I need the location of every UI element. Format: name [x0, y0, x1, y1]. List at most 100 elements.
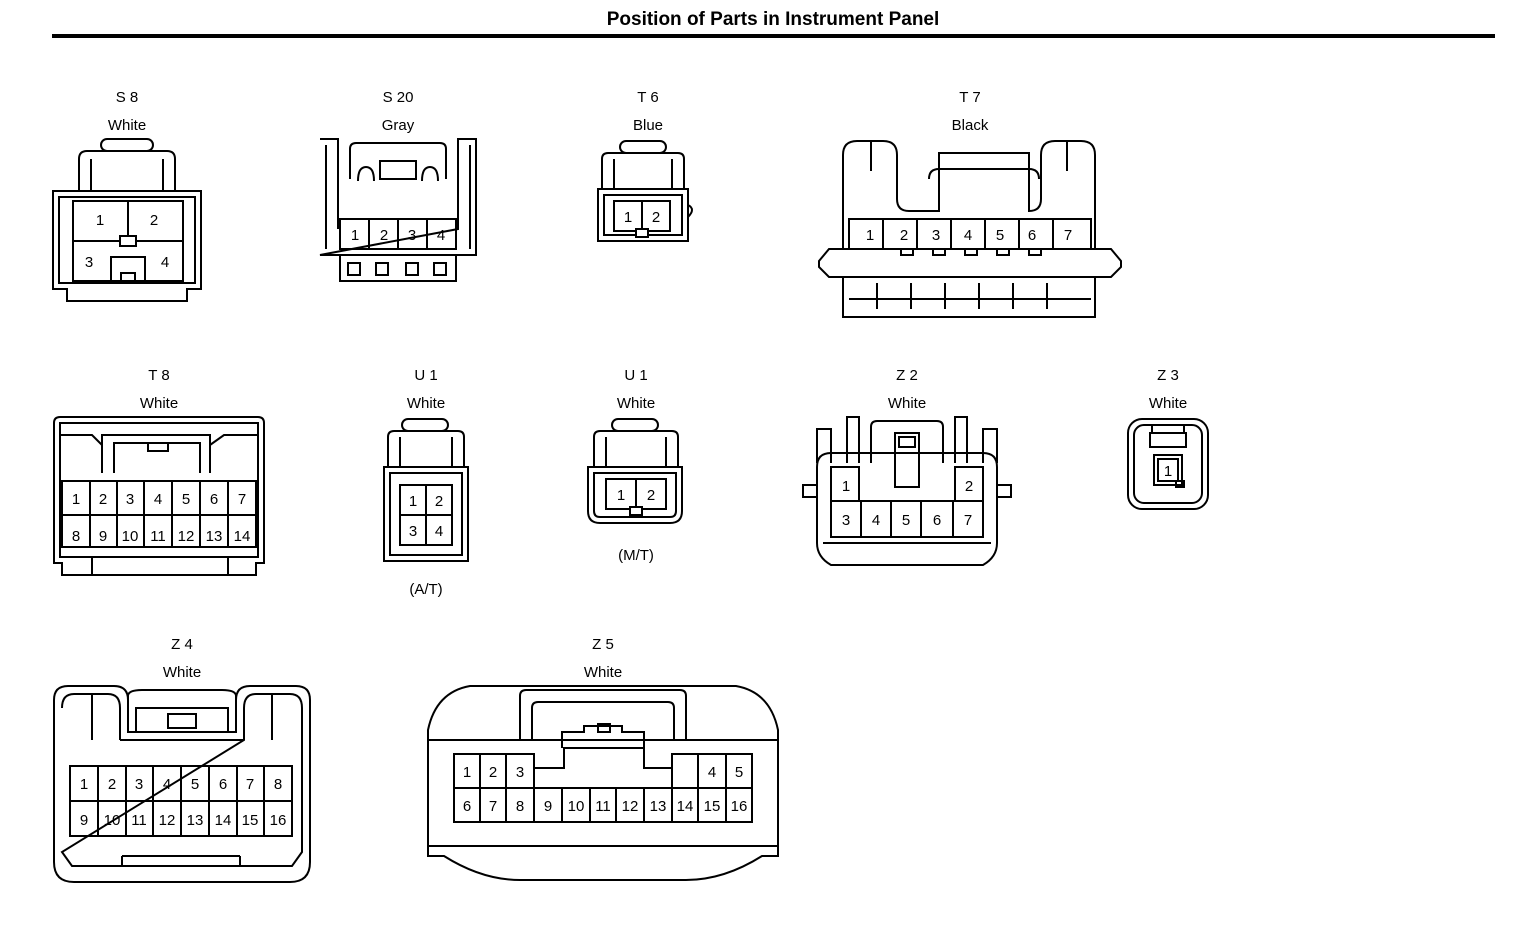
pin-label: 6: [219, 776, 227, 793]
connector-s8: S 8 White 1 2 3 4: [49, 89, 205, 309]
pin-label: 1: [96, 212, 104, 229]
connector-u1-at-diagram: 1 2 3 4: [383, 418, 469, 562]
connector-color: White: [162, 664, 202, 681]
pin-label: 13: [650, 798, 667, 815]
connector-color: White: [1148, 395, 1188, 412]
connector-id: S 20: [382, 89, 414, 106]
connector-id: Z 5: [592, 636, 614, 653]
pin-label: 2: [380, 227, 388, 244]
pin-label: 7: [238, 491, 246, 508]
pin-label: 8: [72, 528, 80, 545]
pin-label: 13: [206, 528, 223, 545]
connector-z4: Z 4 White 1 2 3 4 5 6 7 8 9 10 11 12 13 …: [52, 636, 312, 888]
pin-label: 1: [617, 487, 625, 504]
pin-label: 2: [99, 491, 107, 508]
pin-label: 3: [516, 764, 524, 781]
pin-label: 7: [246, 776, 254, 793]
connector-color: White: [616, 395, 656, 412]
pin-label: 3: [409, 523, 417, 540]
connector-u1-mt: U 1 White 1 2 (M/T): [586, 367, 686, 569]
connector-t8: T 8 White 1 2 3 4 5 6 7 8 9 10 11 12 13 …: [52, 367, 266, 581]
pin-label: 4: [708, 764, 716, 781]
pin-label: 5: [902, 512, 910, 529]
pin-label: 9: [80, 812, 88, 829]
connector-t7-diagram: 1 2 3 4 5 6 7: [818, 140, 1122, 318]
pin-label: 13: [187, 812, 204, 829]
pin-label: 8: [516, 798, 524, 815]
pin-label: 1: [1164, 463, 1172, 480]
connector-z5-diagram: 1 2 3 4 5 6 7 8 9 10 11 12 13 14 15 16: [427, 685, 779, 881]
pin-label: 9: [99, 528, 107, 545]
pin-label: 1: [463, 764, 471, 781]
connector-z3-diagram: 1: [1127, 418, 1209, 510]
connector-z2: Z 2 White 1 2 3 4 5 6 7: [801, 367, 1013, 577]
pin-label: 3: [842, 512, 850, 529]
pin-label: 12: [178, 528, 195, 545]
pin-label: 1: [409, 493, 417, 510]
connector-s20-diagram: 1 2 3 4: [319, 138, 477, 282]
pin-label: 1: [72, 491, 80, 508]
pin-label: 11: [595, 798, 611, 815]
pin-label: 2: [150, 212, 158, 229]
connector-id: Z 3: [1157, 367, 1179, 384]
connector-t6-diagram: 1 2: [597, 140, 693, 242]
pin-label: 1: [866, 227, 874, 244]
title-underline: [52, 34, 1495, 38]
pin-label: 4: [161, 254, 169, 271]
pin-label: 14: [677, 798, 694, 815]
pin-label: 4: [964, 227, 972, 244]
page-title: Position of Parts in Instrument Panel: [606, 9, 940, 30]
pin-label: 5: [191, 776, 199, 793]
pin-label: 6: [210, 491, 218, 508]
pin-label: 9: [544, 798, 552, 815]
connector-z2-diagram: 1 2 3 4 5 6 7: [802, 416, 1012, 566]
pin-label: 4: [435, 523, 443, 540]
pin-label: 2: [489, 764, 497, 781]
connector-color: Black: [951, 117, 989, 134]
pin-label: 5: [182, 491, 190, 508]
connector-id: T 7: [959, 89, 981, 106]
pin-label: 4: [437, 227, 445, 244]
connector-id: Z 2: [896, 367, 918, 384]
connector-t7: T 7 Black 1 2 3 4 5 6 7: [815, 89, 1125, 321]
pin-label: 4: [154, 491, 162, 508]
connector-s8-diagram: 1 2 3 4: [52, 138, 202, 302]
pin-label: 11: [150, 528, 166, 545]
connector-z4-diagram: 1 2 3 4 5 6 7 8 9 10 11 12 13 14 15 16: [53, 685, 311, 883]
pin-label: 2: [108, 776, 116, 793]
pin-label: 1: [80, 776, 88, 793]
connector-note: (M/T): [618, 547, 654, 564]
pin-label: 6: [933, 512, 941, 529]
pin-label: 2: [647, 487, 655, 504]
connector-id: U 1: [624, 367, 648, 384]
connector-color: White: [887, 395, 927, 412]
connector-t6: T 6 Blue 1 2: [596, 89, 700, 259]
connector-id: Z 4: [171, 636, 193, 653]
connector-id: S 8: [115, 89, 139, 106]
connector-color: White: [583, 664, 623, 681]
pin-label: 5: [735, 764, 743, 781]
connector-u1-at: U 1 White 1 2 3 4 (A/T): [376, 367, 476, 603]
pin-label: 1: [842, 478, 850, 495]
pin-label: 14: [234, 528, 251, 545]
connector-z3: Z 3 White 1: [1124, 367, 1212, 517]
connector-s20: S 20 Gray 1 2 3 4: [318, 89, 478, 289]
connector-id: T 6: [637, 89, 659, 106]
connector-color: White: [107, 117, 147, 134]
connector-color: Blue: [632, 117, 664, 134]
pin-label: 3: [126, 491, 134, 508]
pin-label: 2: [435, 493, 443, 510]
pin-label: 10: [568, 798, 585, 815]
connector-id: U 1: [414, 367, 438, 384]
pin-label: 15: [242, 812, 259, 829]
pin-label: 2: [652, 209, 660, 226]
pin-label: 15: [704, 798, 721, 815]
pin-label: 7: [489, 798, 497, 815]
pin-label: 3: [932, 227, 940, 244]
pin-label: 7: [1064, 227, 1072, 244]
connector-u1-mt-diagram: 1 2: [587, 418, 683, 524]
connector-color: White: [139, 395, 179, 412]
pin-label: 12: [159, 812, 176, 829]
connector-t8-diagram: 1 2 3 4 5 6 7 8 9 10 11 12 13 14: [53, 416, 265, 576]
pin-label: 3: [408, 227, 416, 244]
